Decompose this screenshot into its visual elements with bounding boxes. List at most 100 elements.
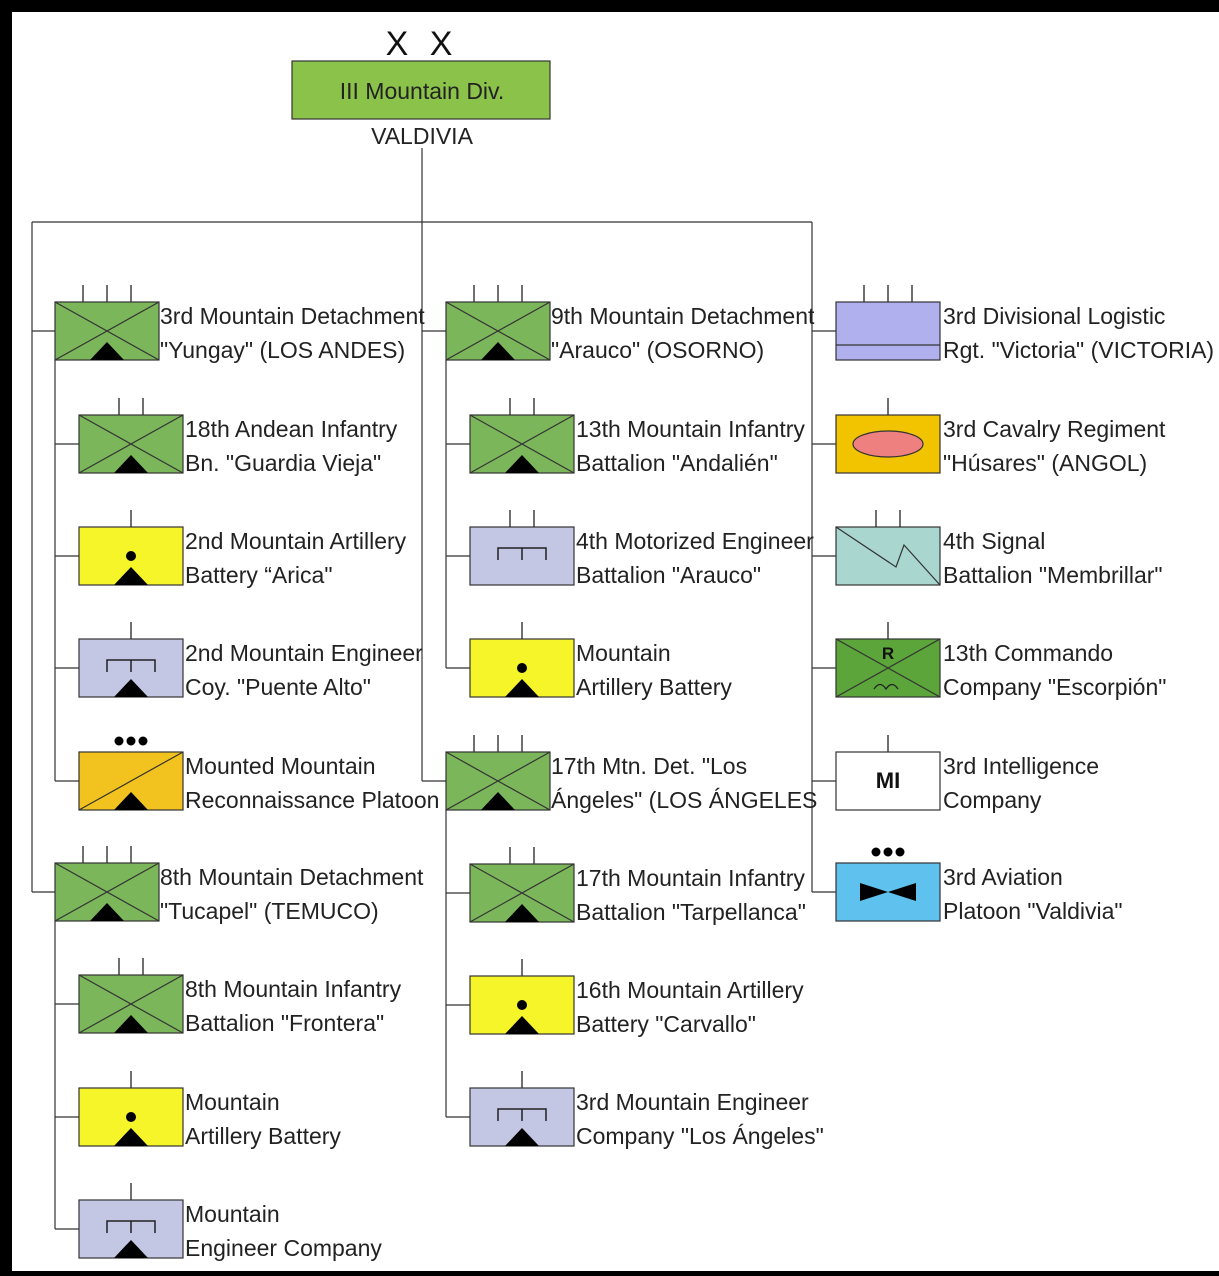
engineer-bridge-icon: [106, 659, 156, 672]
unit-label-line2: Battalion "Frontera": [185, 1010, 384, 1036]
infantry-cross-icon: [469, 414, 575, 474]
mountain-icon: [114, 1015, 148, 1033]
infantry-cross-icon: [78, 414, 184, 474]
mountain-icon: [114, 1240, 148, 1258]
hq-box: [291, 60, 551, 120]
unit-label-line2: Platoon "Valdivia": [943, 898, 1123, 924]
mountain-icon: [505, 679, 539, 697]
unit-label-line2: Bn. "Guardia Vieja": [185, 450, 381, 476]
unit-label-line1: 3rd Mountain Detachment: [160, 303, 425, 329]
signal-bolt-icon: [835, 526, 941, 586]
echelon-dot: [895, 847, 905, 857]
artillery-dot-icon: [517, 1000, 527, 1010]
unit-label-line1: 8th Mountain Infantry: [185, 976, 402, 1002]
infantry-cross-icon: [445, 301, 551, 361]
commando-glyph: R: [882, 644, 894, 663]
echelon-dot: [114, 736, 124, 746]
echelon-dot: [871, 847, 881, 857]
unit-left-det1: 3rd Mountain Detachment"Yungay" (LOS AND…: [54, 285, 425, 363]
unit-label-line1: 3rd Aviation: [943, 864, 1063, 890]
unit-left-det2: 8th Mountain Detachment "Tucapel" (TEMUCO…: [54, 846, 424, 924]
artillery-dot-icon: [126, 1112, 136, 1122]
unit-label-line1: 8th Mountain Detachment: [160, 864, 424, 890]
mountain-icon: [505, 904, 539, 922]
unit-label-line1: 13th Mountain Infantry: [576, 416, 805, 442]
infantry-cross-icon: [54, 301, 160, 361]
recon-diagonal-icon: [78, 751, 184, 811]
unit-label-line2: Battalion "Andalién": [576, 450, 778, 476]
engineer-bridge-icon: [497, 547, 547, 560]
unit-label-line2: Battery "Carvallo": [576, 1011, 756, 1037]
engineer-bridge-icon: [497, 1108, 547, 1121]
unit-label-line2: Battery “Arica": [185, 562, 332, 588]
unit-label-line1: Mountain: [576, 640, 671, 666]
hq-name: III Mountain Div.: [340, 78, 504, 104]
infantry-cross-icon: [469, 863, 575, 923]
unit-symbol-frame: [835, 526, 941, 586]
unit-label-line1: 3rd Mountain Engineer: [576, 1089, 809, 1115]
unit-label-line2: "Húsares" (ANGOL): [943, 450, 1147, 476]
infantry-cross-icon: [835, 638, 941, 698]
mountain-icon: [114, 792, 148, 810]
unit-label-line2: Artillery Battery: [576, 674, 732, 700]
unit-label-line2: Rgt. "Victoria" (VICTORIA): [943, 337, 1214, 363]
intelligence-glyph: MI: [876, 768, 900, 793]
unit-label-line1: Mountain: [185, 1201, 280, 1227]
airborne-wings-icon: [873, 683, 899, 691]
hq-echelon-marker: X X: [386, 25, 459, 63]
mountain-icon: [481, 792, 515, 810]
unit-label-line1: 3rd Divisional Logistic: [943, 303, 1165, 329]
unit-label-line2: Engineer Company: [185, 1235, 382, 1261]
unit-label-line2: Reconnaissance Platoon: [185, 787, 439, 813]
echelon-dot: [126, 736, 136, 746]
infantry-cross-icon: [54, 862, 160, 922]
engineer-bridge-icon: [106, 1220, 156, 1233]
unit-label-line2: Battalion "Tarpellanca": [576, 899, 806, 925]
unit-label-line2: Battalion "Arauco": [576, 562, 761, 588]
connector-lines: [31, 148, 836, 1230]
unit-label-line1: 17th Mountain Infantry: [576, 865, 805, 891]
unit-label-line2: Coy. "Puente Alto": [185, 674, 371, 700]
mountain-icon: [505, 455, 539, 473]
infantry-cross-icon: [445, 751, 551, 811]
mountain-icon: [90, 342, 124, 360]
unit-label-line1: 9th Mountain Detachment: [551, 303, 815, 329]
unit-label-line1: 17th Mtn. Det. "Los: [551, 753, 747, 779]
unit-label-line2: Company: [943, 787, 1042, 813]
unit-symbol-frame: [835, 751, 941, 811]
mountain-icon: [505, 1128, 539, 1146]
artillery-dot-icon: [517, 663, 527, 673]
mountain-icon: [90, 903, 124, 921]
mountain-icon: [114, 1128, 148, 1146]
units-layer: 3rd Mountain Detachment"Yungay" (LOS AND…: [54, 285, 1214, 1261]
unit-label-line1: 2nd Mountain Artillery: [185, 528, 407, 554]
unit-label-line2: "Arauco" (OSORNO): [551, 337, 764, 363]
unit-label-line2: Artillery Battery: [185, 1123, 341, 1149]
unit-label-line1: 13th Commando: [943, 640, 1113, 666]
unit-middle-det1: 9th Mountain Detachment "Arauco" (OSORNO): [445, 285, 815, 363]
echelon-dot: [883, 847, 893, 857]
unit-label-line2: Company "Los Ángeles": [576, 1123, 824, 1149]
unit-label-line2: Ángeles" (LOS ÁNGELES: [551, 787, 817, 813]
unit-label-line2: Battalion "Membrillar": [943, 562, 1163, 588]
aviation-bowtie-icon: [860, 883, 916, 901]
unit-label-line1: 3rd Intelligence: [943, 753, 1099, 779]
unit-label-line2: "Tucapel" (TEMUCO): [160, 898, 379, 924]
